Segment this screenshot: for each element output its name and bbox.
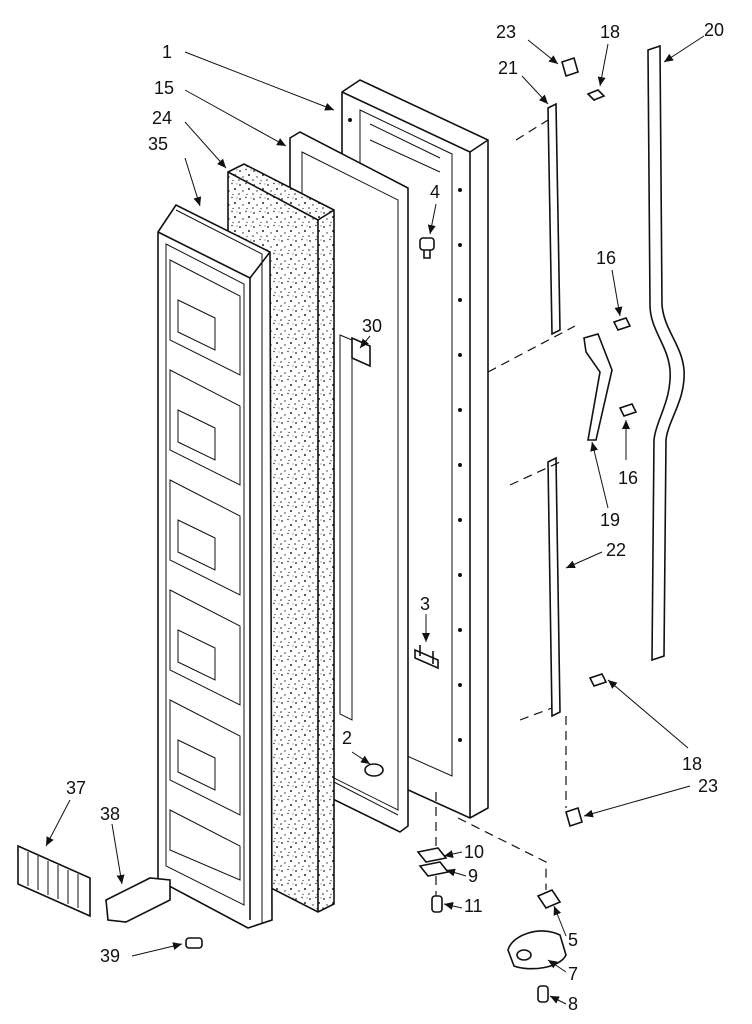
callout-15: 15 (154, 78, 174, 98)
handle-trim-upper (547, 102, 561, 336)
callout-8: 8 (568, 994, 578, 1014)
callout-38: 38 (100, 804, 120, 824)
callout-4: 4 (430, 182, 440, 202)
assembly-lines (435, 119, 576, 896)
callout-2: 2 (342, 728, 352, 748)
screw-part-11 (431, 895, 443, 913)
bracket-part-3 (414, 645, 439, 670)
clip-part-23-top (561, 56, 579, 78)
screw-part-39 (185, 937, 203, 949)
screw-part-4 (419, 237, 435, 259)
callout-11: 11 (464, 896, 483, 916)
hinge-shim-part-10 (416, 847, 448, 863)
screw-part-18-top (586, 89, 606, 101)
hinge-plate-part-9 (418, 861, 450, 877)
callout-18-bottom: 18 (682, 754, 702, 774)
callout-1: 1 (162, 42, 172, 62)
callout-18-top: 18 (600, 22, 620, 42)
callout-7: 7 (568, 964, 578, 984)
hinge-bracket-part-7 (507, 930, 567, 970)
handle-trim-lower (547, 456, 561, 718)
grille-part-37 (17, 844, 91, 918)
screw-part-16-top (612, 317, 632, 331)
callout-9: 9 (468, 866, 478, 886)
callout-24: 24 (152, 108, 172, 128)
callout-5: 5 (568, 930, 578, 950)
callout-39: 39 (100, 946, 120, 966)
clip-part-23-bottom (565, 806, 583, 828)
screw-part-18-bottom (588, 673, 608, 687)
callout-3: 3 (420, 594, 430, 614)
callout-16-top: 16 (596, 248, 616, 268)
callout-10: 10 (464, 842, 484, 862)
callout-20: 20 (704, 20, 724, 40)
trim-part-38 (105, 877, 171, 923)
callout-labels: 1 15 24 35 23 18 21 20 4 30 16 16 19 22 … (66, 20, 724, 1014)
callout-23-top: 23 (496, 22, 516, 42)
callout-16-bottom: 16 (618, 468, 638, 488)
callout-21: 21 (498, 58, 518, 78)
shelf-bins (169, 259, 241, 881)
screw-part-16-bottom (618, 403, 638, 417)
callout-23-bottom: 23 (698, 776, 718, 796)
hinge-pin-part-2 (364, 763, 384, 777)
callout-leaders (45, 35, 705, 1005)
callout-19: 19 (600, 510, 620, 530)
screw-part-8 (537, 985, 549, 1003)
inner-door-liner (157, 203, 273, 929)
callout-35: 35 (148, 134, 168, 154)
hinge-cam-part-5 (536, 889, 562, 909)
door-handle (647, 44, 685, 662)
callout-22: 22 (606, 540, 626, 560)
callout-37: 37 (66, 778, 86, 798)
handle-bracket (583, 333, 613, 441)
callout-30: 30 (362, 316, 382, 336)
